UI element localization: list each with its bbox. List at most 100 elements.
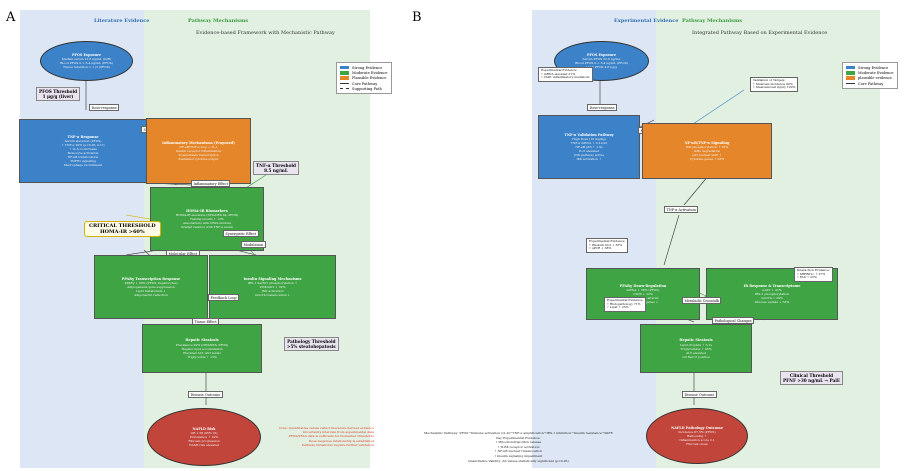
tnf-validation-line: IKK activation ↑ xyxy=(576,157,602,162)
pparg-downregulation-title: PPARγ Down-Regulation xyxy=(619,283,667,288)
tnf-response-line: ↑ TNF-α 29% (p<0.05, n=?) xyxy=(61,143,105,148)
critical-threshold-value: HOMA-IR >60% xyxy=(99,229,145,235)
hepatic-steatosis-box: Hepatic Steatosis Lipid droplets ↑ 3.1x … xyxy=(640,324,752,373)
metabolic-crosstalk-label: Metabolic Crosstalk xyxy=(682,297,722,304)
pfos-exposure-line: Median serum 21.8 ng/mL (IQR) xyxy=(61,57,112,62)
clinical-threshold-title: Clinical Threshold xyxy=(789,373,834,378)
pathology-threshold-title: Pathology Threshold xyxy=(287,339,336,344)
panel-a-legend: Strong Evidence Moderate Evidence Plausi… xyxy=(336,62,392,95)
legend-item: Strong Evidence xyxy=(846,65,894,70)
validation-evidence-box: Validation of Targets: • Steatosis incid… xyxy=(750,77,799,92)
tnf-threshold-callout: TNF-α Threshold 8.5 ng/mL xyxy=(253,161,299,175)
evidence-line: • mRNA elevated 31% xyxy=(541,71,576,76)
legend-line-core xyxy=(846,83,855,85)
legend-swatch-plausible xyxy=(846,76,855,80)
legend-swatch-plausible xyxy=(340,76,349,80)
evidence-line: • qPCR ↓ 38% xyxy=(589,246,612,251)
ir-response-line: pAKT ↓ 41% xyxy=(762,288,782,293)
exposure-evidence-box: Experimental Evidence: • mRNA elevated 3… xyxy=(538,67,593,82)
col-head-literature: Literature Evidence xyxy=(94,18,150,24)
inflammatory-mechanisms-line: Downstream transcription xyxy=(178,153,219,158)
mech-line: Quantitative Validity: All values statis… xyxy=(468,458,569,463)
mech-line: Mechanistic Pathway: PFOS→Immune activat… xyxy=(424,431,613,435)
panel-a-note: Note: Quantitative values reflect litera… xyxy=(279,426,374,447)
pparg-downregulation-line: mRNA ↓ 38% (PFOS) xyxy=(626,288,660,293)
tnf-threshold-value: 8.5 ng/mL xyxy=(264,168,288,173)
tnf-activation-label: TNF-α Activation xyxy=(664,206,699,213)
critical-threshold-title: CRITICAL THRESHOLD xyxy=(89,223,156,229)
legend-label: Core Pathway xyxy=(858,81,884,86)
lower-evidence-box: Experimental Evidence: • Histopathology … xyxy=(604,297,647,312)
pfos-threshold-callout: PFOS Threshold 1 μg/g (liver) xyxy=(36,87,80,101)
nafld-outcome-line: Ballooning ↑ xyxy=(687,434,707,439)
tnf-response-box: TNF-α Response Serum elevation (PFOS) ↑ … xyxy=(19,119,147,183)
legend-label: Core Pathway xyxy=(352,81,378,86)
nfkb-tnf-signaling-line: p65 nuclear shift ↑ xyxy=(692,153,722,158)
feedback-loop-label: Feedback Loop xyxy=(208,294,240,301)
note-line: Uncertainty intervals from experimental … xyxy=(302,430,374,435)
evidence-line: Experimental Evidence: xyxy=(589,239,626,243)
pfos-threshold-value: 1 μg/g (liver) xyxy=(42,94,74,99)
interaction-evidence-box: Interaction Evidence: • SREBP1c ↑ 27% • … xyxy=(794,267,833,282)
mechanistic-pathway-note: Mechanistic Pathway: PFOS→Immune activat… xyxy=(424,431,613,463)
ir-response-line: GLUT4 ↓ 29% xyxy=(761,296,783,301)
tnf-threshold-title: TNF-α Threshold xyxy=(256,163,296,168)
evidence-line: Validation of Targets: xyxy=(753,78,786,82)
nfkb-tnf-signaling-line: Cytokine genes ↑ 38% xyxy=(689,157,725,162)
evidence-line: Interaction Evidence: xyxy=(797,268,830,272)
inflammatory-mechanisms-line: NF-κB/TNF-α loop → IL-1 xyxy=(179,145,218,150)
tnf-response-line: Macrophage recruitment xyxy=(63,163,103,168)
pfos-exposure-title: PFOS Exposure xyxy=(586,52,617,57)
insulin-signaling-line: JNK activation xyxy=(261,289,284,294)
legend-label: Strong Evidence xyxy=(352,65,383,70)
legend-label: Plausible Evidence xyxy=(352,76,387,81)
homa-ir-line: Graded relation with TNF-α levels xyxy=(181,225,233,230)
legend-swatch-moderate xyxy=(846,71,855,75)
critical-threshold-callout: CRITICAL THRESHOLD HOMA-IR >60% xyxy=(84,221,161,237)
ir-response-line: Glucose uptake ↓ 33% xyxy=(754,300,790,305)
nafld-outcome-line: Fibrosis onset xyxy=(686,442,708,447)
tnf-validation-line: TNF-α mRNA ↑ 3.2-fold xyxy=(570,141,608,146)
pparg-response-box: PPARγ Transcription Response PPARγ ↓ 30%… xyxy=(94,255,208,319)
evidence-line: Experimental Evidence: xyxy=(607,298,644,302)
panel-b: Experimental Evidence Pathway Mechanisms… xyxy=(424,10,900,468)
evidence-line: • ChIP: inflammatory mediators xyxy=(541,75,590,80)
nfkb-tnf-signaling-title: NF-κB/TNF-α Signaling xyxy=(684,140,730,145)
pfos-threshold-title: PFOS Threshold xyxy=(39,89,77,94)
pfos-exposure-line: Serum PFOS 22.6 ng/mL xyxy=(582,57,621,62)
tnf-response-line: NF-κB translocation xyxy=(67,155,99,160)
tnf-response-line: Serum elevation (PFOS) xyxy=(64,139,102,144)
pathology-threshold-callout: Pathology Threshold >5% steatohepatosis xyxy=(284,337,339,351)
legend-item: Core Pathway xyxy=(340,81,388,86)
evidence-line: • Steatosis/cell injury 100% xyxy=(753,85,796,90)
pparg-downregulation-line: CD36 ↓ 22% xyxy=(633,292,653,297)
evidence-line: • SREBP1c ↑ 27% xyxy=(797,271,826,276)
nafld-risk-line: OR 1.38 (95% CI) xyxy=(190,431,218,436)
tnf-validation-title: TNF-α Validation Pathway xyxy=(564,132,614,137)
mech-line: • Insulin signaling impairment xyxy=(494,453,543,458)
hepatic-steatosis-line: Prevalence 29% (NHANES, PFOS) xyxy=(175,342,229,347)
ir-response-line: IRS-1 phosphorylation xyxy=(754,292,790,297)
hepatic-steatosis-line: Hepatic lipid accumulation xyxy=(181,346,223,351)
hepatic-steatosis-line: ALT elevated xyxy=(686,350,706,355)
insulin-signaling-line: IRS-1 Ser307 phosphorylation ↑ xyxy=(247,281,298,286)
note-line: Note: Quantitative values reflect litera… xyxy=(278,426,374,430)
insulin-signaling-line: PI3K/AKT ↓ 32% xyxy=(259,285,286,290)
hepatic-steatosis-line: Triglycerides ↑ 45% xyxy=(680,346,712,351)
insulin-signaling-line: GLUT4 translocation ↓ xyxy=(254,293,291,298)
hepatic-steatosis-line: Triglyceride ↑ 13% xyxy=(187,354,217,359)
pparg-response-line: Lipid metabolism ↓ xyxy=(136,289,166,294)
col-head-pathway: Pathway Mechanisms xyxy=(682,18,743,24)
pparg-response-title: PPARγ Transcription Response xyxy=(121,276,181,281)
inflammatory-effect-label: Inflammatory Effect xyxy=(191,180,231,187)
nafld-risk-node: NAFLD Risk OR 1.38 (95% CI) Prevalence ↑… xyxy=(147,408,261,466)
insulin-signaling-title: Insulin Signaling Mechanisms xyxy=(243,276,302,281)
nafld-risk-line: NASH risk elevated xyxy=(188,443,220,448)
legend-item: Supporting Path xyxy=(340,86,388,91)
panel-b-letter: B xyxy=(412,10,422,25)
col-head-pathway: Pathway Mechanisms xyxy=(188,18,249,24)
legend-line-core xyxy=(340,83,349,85)
note-line: PFOS/PFAS data is sufficient for biomark… xyxy=(288,434,375,439)
legend-item: plausible evidence xyxy=(846,76,894,81)
evidence-line: • Histopathology 71% xyxy=(607,301,641,306)
